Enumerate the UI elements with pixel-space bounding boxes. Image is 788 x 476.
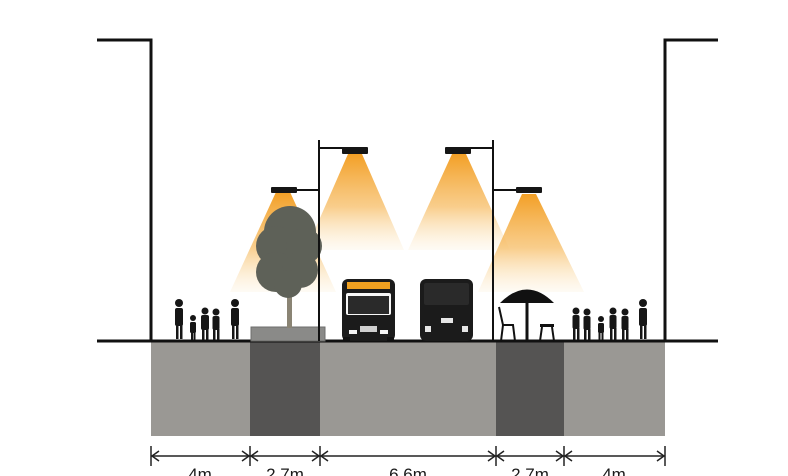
person [598, 316, 604, 340]
person [609, 307, 617, 340]
bus-rear [420, 279, 473, 341]
dimension-label-roadway: 6.6m [389, 465, 427, 476]
dimension-lines [150, 446, 666, 466]
buildings [97, 38, 718, 341]
roadway-ground [320, 341, 496, 436]
light-cone-3 [408, 154, 510, 250]
dimension-labels: 4m 2.7m 6.6m 2.7m 4m [188, 465, 626, 476]
cafe-seating [498, 289, 555, 342]
building-left-outline [97, 38, 153, 341]
tree-trunk [287, 282, 292, 328]
dimension-label-median-left: 2.7m [266, 465, 304, 476]
sidewalk-left-ground [151, 341, 250, 436]
ground-section [151, 341, 665, 436]
median-right-ground [496, 341, 564, 436]
umbrella [500, 289, 554, 303]
tree [256, 206, 322, 328]
person [583, 308, 591, 340]
person [175, 299, 183, 339]
planter-box [250, 326, 326, 342]
light-cone-2 [306, 154, 404, 250]
building-right-outline [663, 38, 718, 341]
dimension-label-sidewalk-right: 4m [602, 465, 626, 476]
pedestrians-right [572, 299, 647, 340]
chair-left [498, 306, 516, 342]
light-cone-4 [478, 194, 584, 292]
chair-right-seat [540, 324, 554, 327]
lamp-heads [271, 147, 542, 193]
lamp-head-1 [271, 187, 297, 193]
median-left-ground [250, 341, 320, 436]
person [231, 299, 239, 339]
person [639, 299, 647, 339]
person [201, 307, 209, 340]
dimension-label-sidewalk-left: 4m [188, 465, 212, 476]
bus-front [342, 279, 395, 342]
lamp-head-2 [342, 147, 368, 154]
lamp-head-3 [445, 147, 471, 154]
person [190, 315, 196, 340]
person [621, 308, 629, 340]
pedestrians-left [175, 299, 239, 340]
person [572, 307, 580, 340]
dimension-label-median-right: 2.7m [511, 465, 549, 476]
person [212, 308, 220, 340]
lamp-head-4 [516, 187, 542, 193]
sidewalk-right-ground [564, 341, 665, 436]
